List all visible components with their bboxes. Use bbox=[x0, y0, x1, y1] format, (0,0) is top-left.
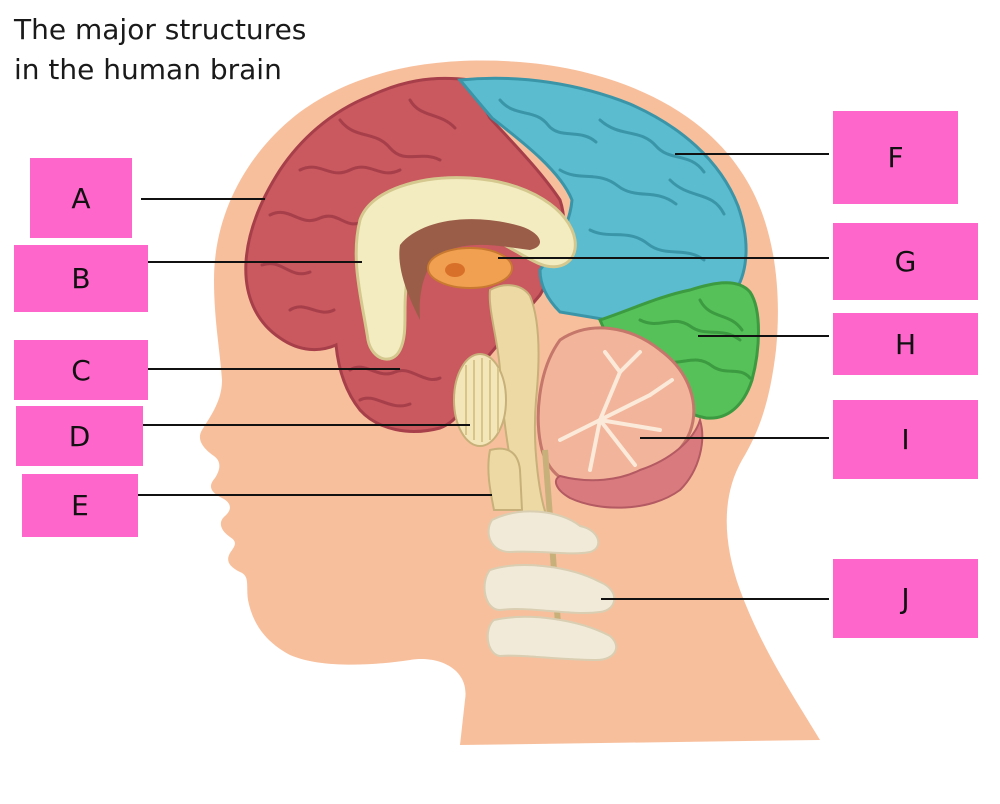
label-box-b: B bbox=[14, 245, 148, 312]
vertebra-3 bbox=[486, 615, 618, 662]
label-box-c: C bbox=[14, 340, 148, 400]
vertebrae bbox=[483, 510, 618, 662]
leader-lines bbox=[138, 153, 829, 600]
title-line-2: in the human brain bbox=[14, 53, 282, 86]
label-box-f: F bbox=[833, 111, 958, 204]
vertebra-1 bbox=[487, 510, 600, 555]
pons-stripes bbox=[465, 358, 499, 442]
parietal-folds bbox=[498, 98, 726, 262]
thalamus bbox=[427, 247, 513, 289]
hypothalamus-dot bbox=[445, 263, 465, 277]
label-box-e: E bbox=[22, 474, 138, 537]
label-box-g: G bbox=[833, 223, 978, 300]
label-box-h: H bbox=[833, 313, 978, 375]
arbor-vitae bbox=[558, 350, 674, 472]
cerebellum-outer-band bbox=[554, 416, 704, 509]
label-box-d: D bbox=[16, 406, 143, 466]
label-box-j: J bbox=[833, 559, 978, 638]
title-line-1: The major structures bbox=[14, 13, 307, 46]
label-box-i: I bbox=[833, 400, 978, 479]
vertebra-2 bbox=[483, 564, 616, 614]
diagram-title: The major structures in the human brain bbox=[14, 10, 354, 90]
label-box-a: A bbox=[30, 158, 132, 238]
lateral-ventricle bbox=[399, 219, 541, 320]
cerebrum-folds bbox=[260, 98, 457, 408]
medulla bbox=[487, 447, 524, 511]
